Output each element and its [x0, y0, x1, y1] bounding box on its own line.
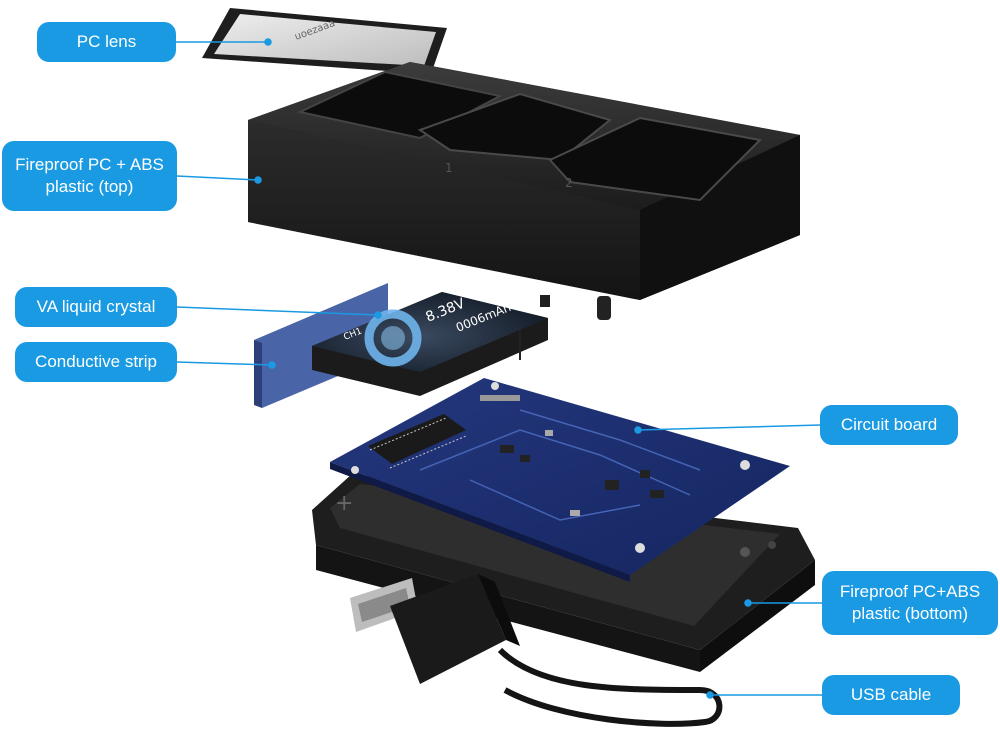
callout-circuit-board: Circuit board: [820, 405, 958, 445]
va-lcd-module: 0.5A li-ion 8.38V 0006mAh CH1: [312, 271, 548, 396]
callout-bottom-shell: Fireproof PC+ABS plastic (bottom): [822, 571, 998, 635]
leader-lines: [176, 38, 822, 699]
top-shell: 1 2: [248, 62, 800, 320]
callout-top-shell: Fireproof PC + ABS plastic (top): [2, 141, 177, 211]
lcd-chemistry: li-ion: [436, 271, 468, 295]
callout-va-liquid-crystal: VA liquid crystal: [15, 287, 177, 327]
usb-cable: [350, 574, 723, 727]
bottom-plus-mark: +: [335, 491, 353, 516]
circuit-board: [330, 378, 790, 582]
callout-pc-lens: PC lens: [37, 22, 176, 62]
lcd-ring-icon: [364, 309, 422, 367]
pc-lens: uoezaaa: [202, 8, 447, 74]
slot-number-2: 2: [565, 176, 573, 190]
callout-conductive-strip: Conductive strip: [15, 342, 177, 382]
callout-usb-cable: USB cable: [822, 675, 960, 715]
slot-number-1: 1: [445, 161, 453, 175]
